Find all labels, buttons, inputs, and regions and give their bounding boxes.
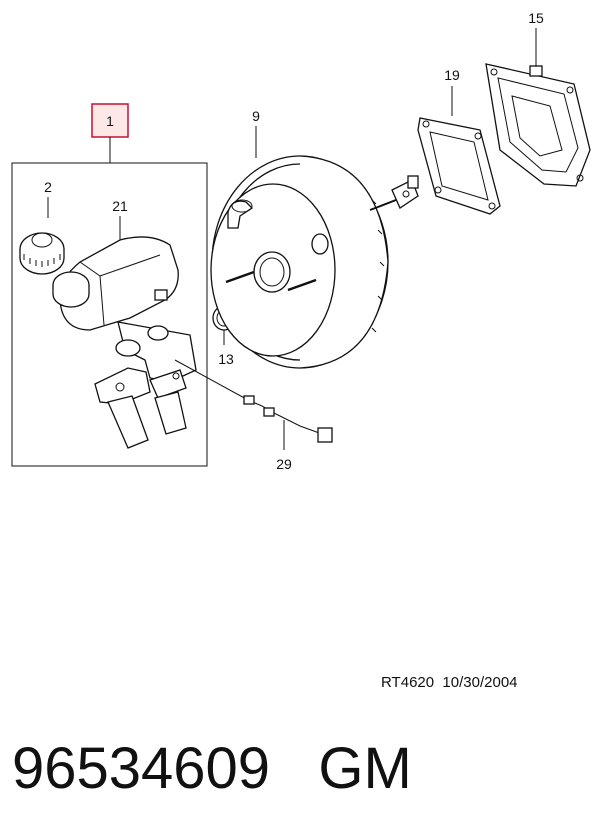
callout-19-label: 19 <box>444 67 460 83</box>
callout-9[interactable]: 9 <box>252 108 260 158</box>
assembly-frame <box>11 162 208 467</box>
callout-13-label: 13 <box>218 351 234 367</box>
callout-1-label: 1 <box>106 113 114 129</box>
part-number-and-brand: 96534609 GM <box>12 735 412 802</box>
diagram-reference: RT4620 10/30/2004 <box>381 674 518 691</box>
callout-29-label: 29 <box>276 456 292 472</box>
brand-name: GM <box>318 736 412 801</box>
callout-21[interactable]: 21 <box>112 198 128 240</box>
sensor-wire-part <box>174 359 333 443</box>
fluid-reservoir-part <box>52 236 179 331</box>
callout-21-label: 21 <box>112 198 128 214</box>
callout-2[interactable]: 2 <box>44 179 52 218</box>
reservoir-cap-part <box>19 232 65 275</box>
part-number: 96534609 <box>12 736 271 801</box>
bracket-seal-part <box>485 63 591 187</box>
pushrod-clevis-part <box>369 175 419 211</box>
callout-2-label: 2 <box>44 179 52 195</box>
callout-15[interactable]: 15 <box>528 10 544 66</box>
master-cylinder-part <box>94 321 197 449</box>
callout-19[interactable]: 19 <box>444 67 460 116</box>
callout-15-label: 15 <box>528 10 544 26</box>
brake-booster-part <box>210 155 389 369</box>
callout-13[interactable]: 13 <box>218 330 234 367</box>
gasket-part <box>417 117 501 215</box>
callout-9-label: 9 <box>252 108 260 124</box>
callout-29[interactable]: 29 <box>276 420 292 472</box>
callout-1[interactable]: 1 <box>91 103 129 163</box>
brand-gap <box>270 736 318 801</box>
